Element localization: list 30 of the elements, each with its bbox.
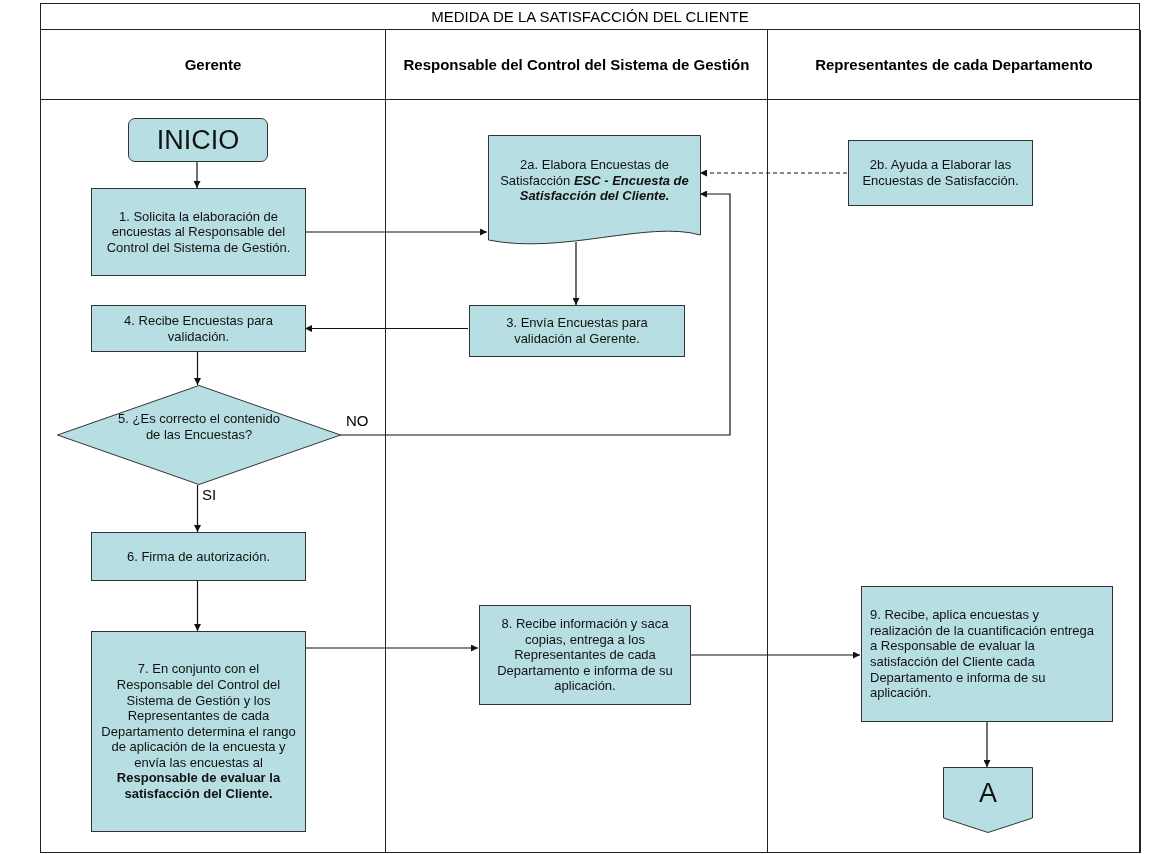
process-box: 9. Recibe, aplica encuestas y realización de la cuantificación entrega a Responsable de evaluar la satisfacción del Cliente cada Departamento e informa de su aplicación. xyxy=(861,586,1113,722)
arrow xyxy=(304,325,469,332)
node-text: 2a. Elabora Encuestas de Satisfacción ESC - Encuesta de Satisfacción del Cliente. xyxy=(499,157,690,204)
lane-header: Gerente xyxy=(184,55,242,74)
arrow xyxy=(689,651,861,659)
arrow xyxy=(193,161,201,189)
process-box: 8. Recibe información y saca copias, entrega a los Representantes de cada Departamento e informa de su aplicación. xyxy=(479,605,691,705)
process-box: 1. Solicita la elaboración de encuestas al Responsable del Control del Sistema de Gestión. xyxy=(91,188,306,276)
swimlane xyxy=(767,30,1141,853)
node-text: 5. ¿Es correcto el contenido de las Encuestas? xyxy=(117,411,281,443)
decision-diamond xyxy=(57,385,341,485)
terminator-box: INICIO xyxy=(128,118,268,162)
process-box: 3. Envía Encuestas para validación al Gerente. xyxy=(469,305,685,357)
arrow xyxy=(194,484,201,533)
lane-header: Responsable del Control del Sistema de Gestión xyxy=(403,55,750,74)
arrow xyxy=(339,190,731,436)
arrow xyxy=(304,644,479,652)
process-box: 2b. Ayuda a Elaborar las Encuestas de Satisfacción. xyxy=(848,140,1033,206)
arrow xyxy=(194,580,201,632)
node-text: A xyxy=(979,776,997,810)
arrow xyxy=(304,228,488,236)
arrow xyxy=(572,241,580,306)
arrow xyxy=(983,721,991,768)
process-box: 6. Firma de autorización. xyxy=(91,532,306,581)
process-box: 7. En conjunto con el Responsable del Control del Sistema de Gestión y los Representantes de cada Departamento determina el rango de aplicación de la encuesta y envía las encuestas al Responsable de evaluar la satisfacción del Cliente. xyxy=(91,631,306,832)
process-box: 4. Recibe Encuestas para validación. xyxy=(91,305,306,352)
off-page-connector xyxy=(943,767,1033,833)
lane-header: Representantes de cada Departamento xyxy=(815,55,1093,74)
arrow xyxy=(194,351,201,386)
arrow xyxy=(699,169,848,177)
